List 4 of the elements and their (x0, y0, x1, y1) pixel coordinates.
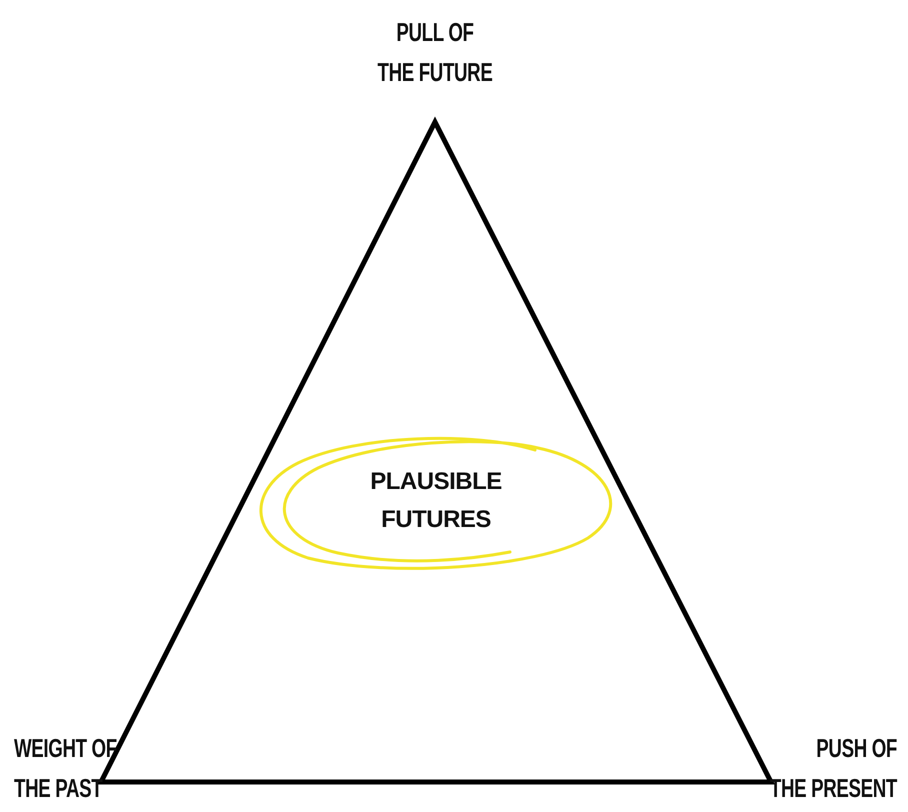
corner-label: PULL OF THE FUTURE (376, 16, 494, 89)
corner-label: PUSH OF THE PRESENT (768, 732, 897, 805)
corner-label: WEIGHT OF THE PAST (14, 732, 118, 805)
node-text: PLAUSIBLE FUTURES (369, 467, 503, 535)
